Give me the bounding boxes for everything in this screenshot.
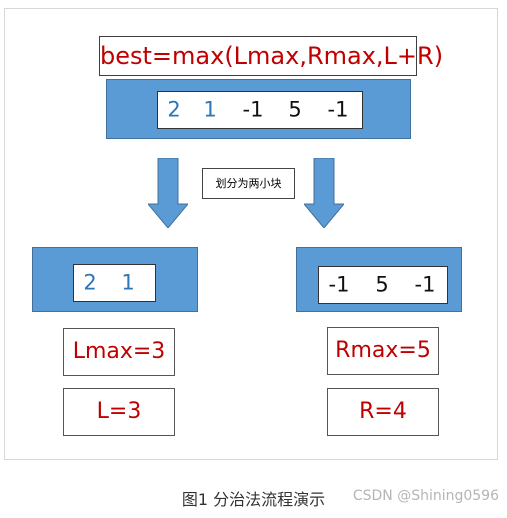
right-array-box: -1 5 -1 xyxy=(318,266,448,304)
watermark: CSDN @Shining0596 xyxy=(352,488,499,504)
left-sum-box: L=3 xyxy=(63,388,175,436)
top-array-value: -1 xyxy=(242,97,264,122)
top-array-value: 5 xyxy=(288,97,302,122)
figure-caption: 图1 分治法流程演示 xyxy=(181,490,326,509)
right-max-box: Rmax=5 xyxy=(327,327,439,375)
right-down-arrow xyxy=(304,158,344,228)
split-label: 划分为两小块 xyxy=(202,168,295,199)
left-array-block: 2 1 xyxy=(32,247,198,312)
right-array-value: 5 xyxy=(375,272,389,297)
top-array-box: 2 1 -1 5 -1 xyxy=(157,91,363,129)
top-array-block: 2 1 -1 5 -1 xyxy=(106,79,411,139)
right-array-block: -1 5 -1 xyxy=(296,247,462,312)
left-max-box: Lmax=3 xyxy=(63,328,175,376)
left-down-arrow xyxy=(148,158,188,228)
right-sum-box: R=4 xyxy=(327,388,439,436)
left-array-value: 2 xyxy=(83,270,97,295)
right-array-value: -1 xyxy=(414,272,436,297)
formula-box: best=max(Lmax,Rmax,L+R) xyxy=(99,36,443,76)
top-array-value: 2 xyxy=(167,97,181,122)
right-array-value: -1 xyxy=(328,272,350,297)
left-array-box: 2 1 xyxy=(73,264,156,302)
top-array-value: -1 xyxy=(327,97,349,122)
left-array-value: 1 xyxy=(121,270,135,295)
top-array-value: 1 xyxy=(203,97,217,122)
